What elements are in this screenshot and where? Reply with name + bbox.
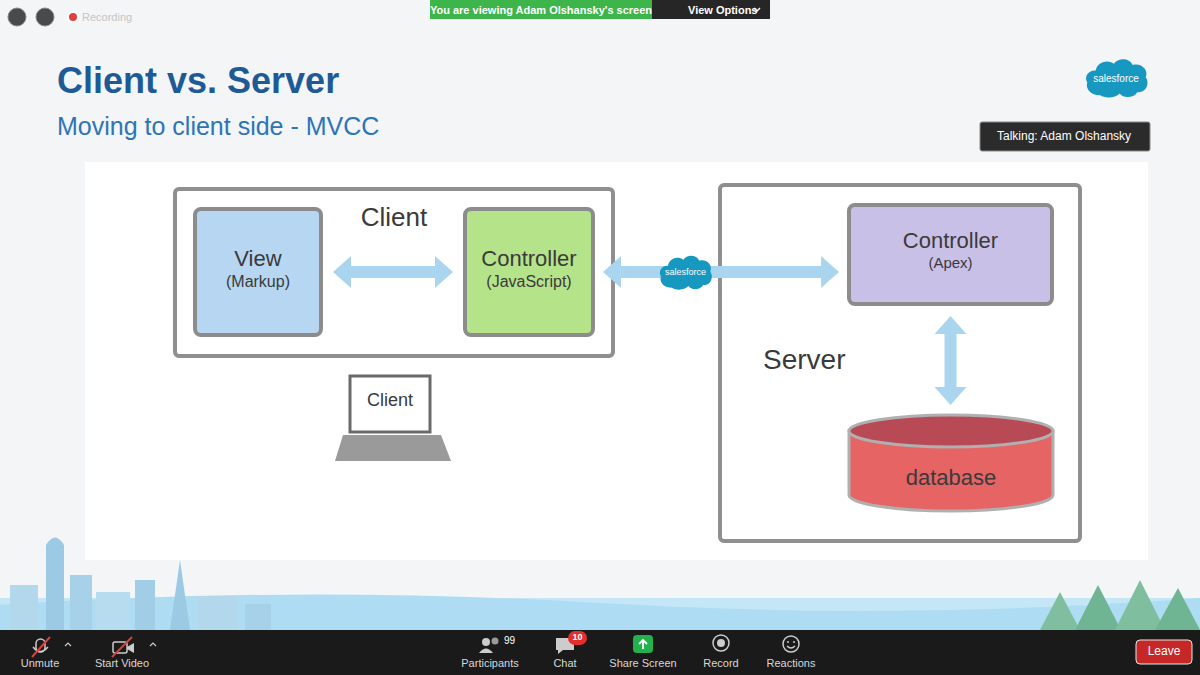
- double-arrow: [621, 266, 821, 278]
- participants-icon: [492, 638, 499, 645]
- toolbar-label: Start Video: [95, 657, 149, 669]
- tree: [1040, 592, 1080, 630]
- tree: [1075, 585, 1121, 630]
- toolbar-label: Chat: [553, 657, 576, 669]
- view-box: View (Markup): [193, 207, 323, 337]
- security-icon: [36, 8, 54, 26]
- tree: [1115, 580, 1165, 630]
- record-icon: [713, 635, 729, 651]
- pyramid-building: [170, 560, 190, 630]
- participants-icon: [479, 649, 493, 654]
- slide-subtitle: Moving to client side - MVCC: [57, 113, 379, 141]
- edge-label: salesforce: [665, 267, 706, 277]
- salesforce-cloud: [660, 256, 712, 290]
- talking-text: Talking: Adam Olshansky: [997, 130, 1131, 143]
- toolbar-label: Participants: [461, 657, 518, 669]
- slide-title: Client vs. Server: [57, 60, 339, 102]
- server-container: Server Controller (Apex) database: [718, 183, 1082, 543]
- building: [10, 585, 38, 630]
- node-heading: View: [197, 247, 319, 271]
- zoom-toolbar: [0, 630, 1200, 675]
- participants-icon: [482, 638, 490, 646]
- leave-button: [1136, 640, 1192, 664]
- recording-dot: [68, 12, 78, 22]
- building: [135, 580, 155, 630]
- building: [245, 604, 271, 630]
- viewing-banner-text: You are viewing Adam Olshansky's screen: [430, 4, 652, 16]
- laptop-icon: Client: [335, 374, 453, 464]
- toolbar-label: Record: [703, 657, 738, 669]
- diagram-backdrop: [85, 162, 1148, 560]
- record-icon: [717, 639, 725, 647]
- laptop-base: [335, 435, 451, 461]
- logo-cloud: [1086, 59, 1147, 97]
- double-arrow: [351, 266, 435, 278]
- share-screen-icon: [633, 635, 653, 653]
- node-subtext: (Apex): [851, 255, 1050, 272]
- node-subtext: (Markup): [197, 273, 319, 291]
- tower-top: [46, 538, 64, 546]
- view-options-button: [652, 0, 770, 19]
- node-heading: Controller: [467, 247, 591, 271]
- cylinder-outline: [846, 415, 1056, 513]
- share-arrow: [639, 640, 647, 649]
- recording-status: Recording: [82, 11, 132, 23]
- mute-slash: [32, 637, 50, 657]
- laptop-outline: [335, 374, 453, 464]
- controller-box: Controller (Apex): [847, 203, 1054, 306]
- reactions-icon: [787, 646, 795, 648]
- toolbar-label: Share Screen: [609, 657, 676, 669]
- database-cylinder: database: [846, 415, 1056, 513]
- node-subtext: (JavaScript): [467, 273, 591, 291]
- controller-box: Controller (JavaScript): [463, 207, 595, 337]
- building: [198, 596, 238, 630]
- node-heading: Controller: [851, 229, 1050, 253]
- logo-text: salesforce: [1093, 73, 1139, 84]
- video-slash: [112, 637, 132, 657]
- chat-count: 10: [572, 633, 582, 643]
- caret-icon: [150, 643, 156, 646]
- node-heading: Server: [763, 345, 963, 376]
- reactions-icon: [787, 641, 789, 643]
- double-arrow: [945, 334, 957, 387]
- toolbar-label: Unmute: [21, 657, 60, 669]
- building: [96, 592, 130, 630]
- info-icon: [8, 8, 26, 26]
- tower-building: [46, 545, 64, 630]
- view-options-text: View Options: [688, 4, 757, 16]
- chat-badge: [568, 631, 587, 645]
- client-container: ClientView(Markup)Controller(JavaScript): [173, 187, 615, 358]
- tree: [1155, 588, 1200, 630]
- reactions-icon: [783, 636, 799, 652]
- node-heading: database: [846, 466, 1056, 490]
- talking-box: [980, 122, 1150, 151]
- viewing-banner: [430, 0, 652, 19]
- toolbar-label: Reactions: [767, 657, 816, 669]
- cylinder-top: [849, 415, 1053, 447]
- building: [70, 575, 92, 630]
- participant-count: 99: [504, 635, 515, 646]
- caret-icon: [65, 643, 71, 646]
- laptop-screen: [350, 376, 430, 432]
- leave-label: Leave: [1148, 645, 1181, 658]
- reactions-icon: [793, 641, 795, 643]
- video-icon: [127, 643, 134, 653]
- node-heading: Client: [350, 391, 430, 411]
